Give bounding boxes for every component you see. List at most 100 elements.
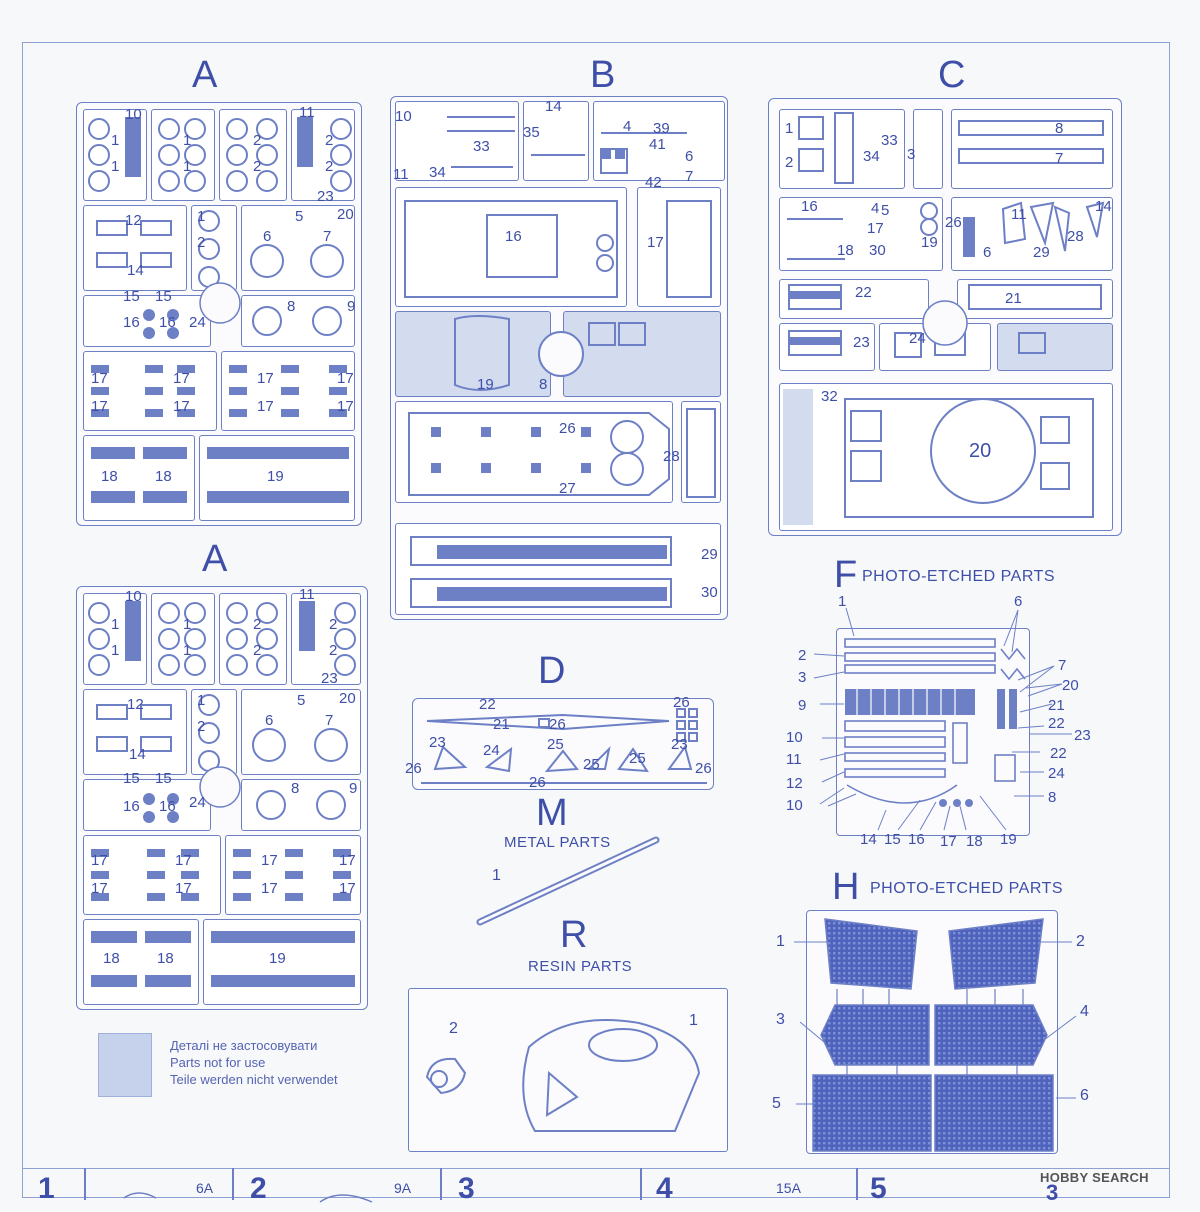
step-reference: 15A [776,1180,801,1196]
part-number: 17 [337,398,354,415]
part-number: 22 [855,284,872,301]
part-number: 21 [1048,697,1065,714]
part-number: 15 [884,831,901,848]
part-number: 20 [1062,677,1079,694]
part-number: 26 [945,214,962,231]
part-number: 6 [263,228,272,245]
part-number: 4 [1080,1003,1089,1020]
part-number: 23 [1074,727,1091,744]
sprue-f-letter: F [834,554,858,596]
part-number: 25 [583,756,600,773]
part-number: 1 [492,867,501,884]
sprue-b-cell [593,101,725,181]
part-number: 17 [940,833,957,850]
part-number: 11 [393,166,409,183]
part-number: 1 [689,1012,698,1029]
step-separator [440,1168,442,1200]
part-number: 17 [173,370,190,387]
sprue-m-letter: M [536,792,568,834]
part-number: 19 [269,950,286,967]
part-number: 4 [871,200,880,217]
part-number: 10 [125,588,142,605]
step-number: 2 [250,1172,267,1205]
part-number: 7 [325,712,334,729]
step-separator [84,1168,86,1200]
part-number: 7 [1058,657,1067,674]
unused-parts-swatch [98,1033,152,1097]
part-number: 1 [111,616,120,633]
part-number: 32 [821,388,838,405]
sprue-m-caption: METAL PARTS [504,834,611,851]
part-number: 1 [111,132,120,149]
part-number: 2 [449,1020,458,1037]
part-number: 16 [123,314,140,331]
part-number: 12 [125,212,142,229]
part-number: 17 [91,398,108,415]
sprue-a-top: 10 1 1 1 1 2 2 11 2 2 23 12 14 1 2 5 20 … [76,102,362,526]
sprue-h-caption: PHOTO-ETCHED PARTS [870,880,1064,897]
part-number: 12 [127,696,144,713]
sprue-a-bottom-drawing [88,601,356,987]
sprue-d: 22 26 21 26 23 24 25 23 26 26 25 25 26 [405,695,714,791]
sprue-h-leader-lines [794,941,1077,1105]
sprue-r-caption: RESIN PARTS [528,958,633,975]
part-number: 7 [323,228,332,245]
part-number: 2 [798,647,807,664]
part-number: 16 [505,228,522,245]
part-number: 24 [189,314,206,331]
part-number: 17 [337,370,354,387]
sprue-r-letter: R [560,914,588,956]
sprue-f-caption: PHOTO-ETCHED PARTS [862,568,1056,585]
part-number: 8 [539,376,548,393]
sprue-c-cell-unused [997,323,1113,371]
part-number: 39 [653,120,670,137]
part-number: 5 [881,202,890,219]
part-number: 26 [529,774,546,791]
part-number: 6 [685,148,694,165]
part-number: 14 [127,262,144,279]
part-number: 7 [1055,150,1064,167]
sprue-b-drawing [404,116,716,608]
assembly-steps-bar [22,1168,1170,1201]
part-number: 17 [867,220,884,237]
part-number: 18 [966,833,983,850]
step-thumbnail-parts [123,1192,373,1203]
part-number: 23 [429,734,446,751]
part-number: 2 [253,132,262,149]
part-number: 1 [183,132,192,149]
part-number: 2 [325,158,334,175]
sprue-a-cell [241,295,355,347]
part-number: 6 [265,712,274,729]
sprue-a-top-letter: A [192,54,218,96]
part-number: 14 [129,746,146,763]
sprue-a-cell [83,689,187,775]
part-number: 17 [257,398,274,415]
part-number: 15 [155,770,172,787]
sprue-h [806,910,1058,1154]
part-number: 17 [175,852,192,869]
part-number: 2 [197,234,206,251]
sprue-h-letter: H [832,866,860,908]
part-number: 17 [91,852,108,869]
part-number: 24 [1048,765,1065,782]
part-number: 2 [253,616,262,633]
part-number: 1 [197,692,206,709]
part-number: 1 [183,616,192,633]
part-number: 23 [853,334,870,351]
legend-line-de: Teile werden nicht verwendet [170,1072,338,1087]
sprue-f [836,628,1030,836]
sprue-c-cell [913,109,943,189]
pe-fret-f-drawing [844,638,1026,807]
part-number: 11 [786,751,802,768]
part-number: 11 [299,104,315,121]
part-number: 16 [159,798,176,815]
part-number: 8 [1048,789,1057,806]
legend-line-uk: Деталі не застосовувати [170,1038,318,1053]
part-number: 8 [1055,120,1064,137]
sprue-d-letter: D [538,650,566,692]
pe-fret-h-drawing [812,918,1054,1152]
part-number: 28 [1067,228,1084,245]
part-number: 29 [701,546,718,563]
part-number: 6 [983,244,992,261]
part-number: 28 [663,448,680,465]
